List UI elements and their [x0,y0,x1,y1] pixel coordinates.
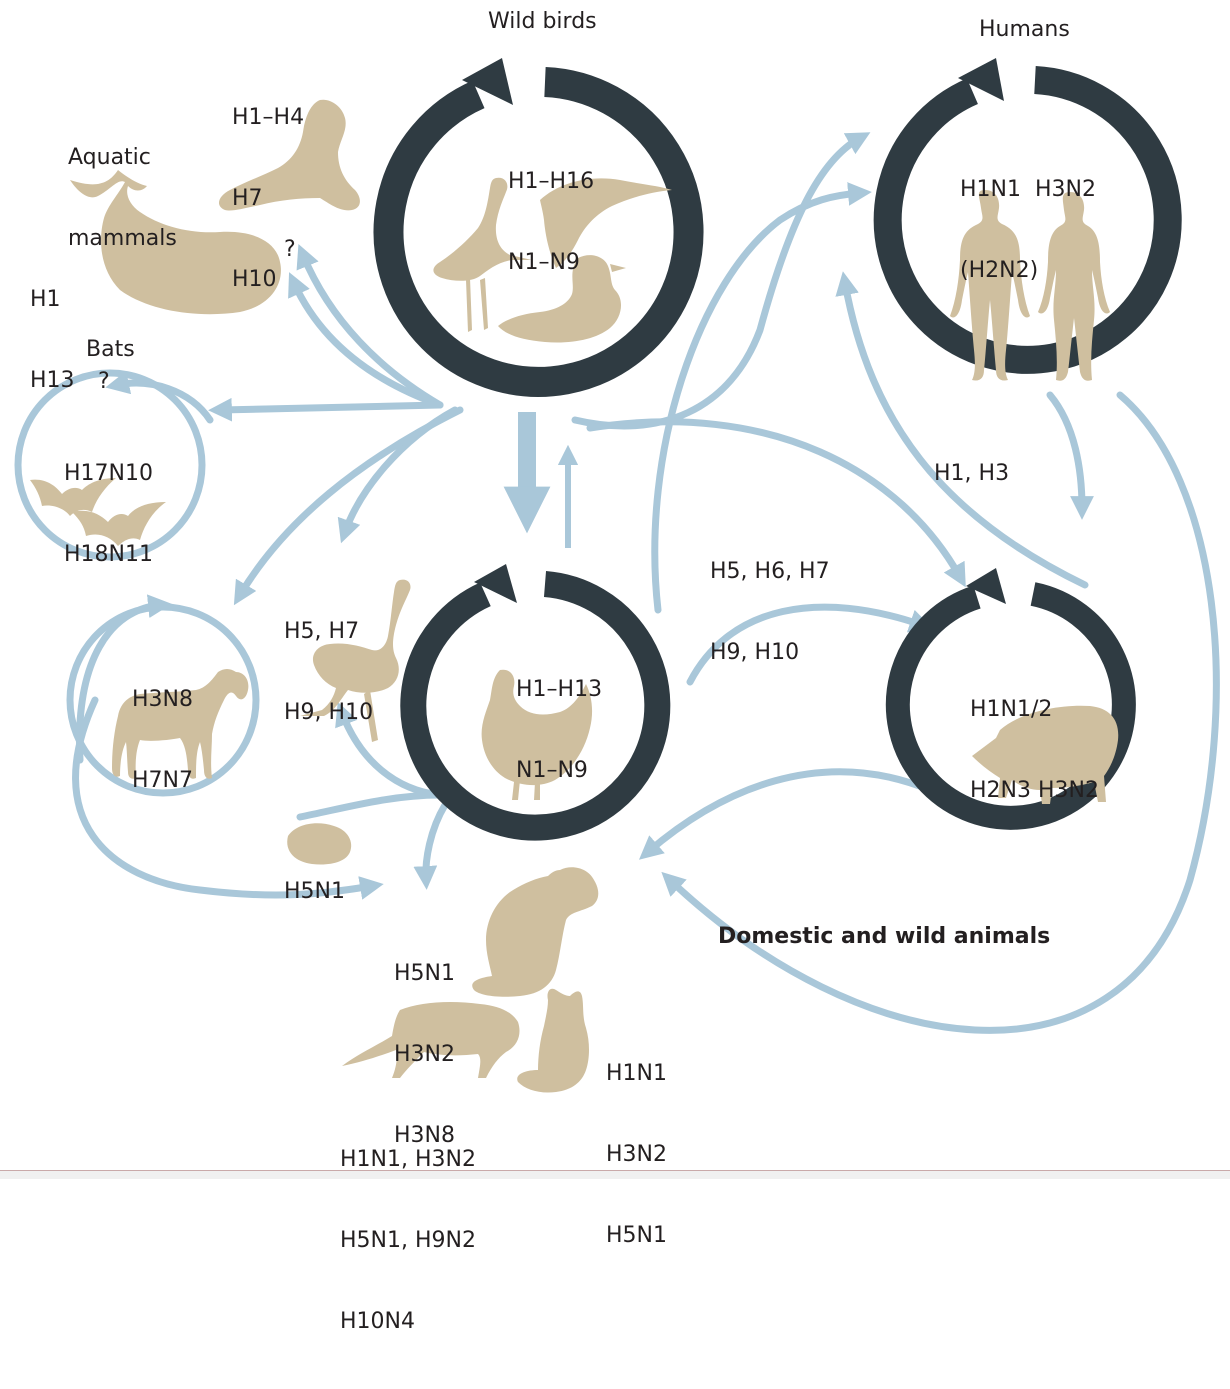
humans-title: Humans [979,16,1070,43]
title-line: mammals [68,225,177,252]
subtype-label: H17N10 [64,460,153,487]
domestic-wild-title: Domestic and wild animals [690,896,1050,977]
subtype-label: H1N1 H3N2 [960,176,1096,203]
subtype-label: H1–H13 [516,676,602,703]
subtype-label: H5N1 [606,1222,667,1249]
subtype-label: H13 [30,367,75,394]
subtype-label: H10 [232,266,304,293]
guinea-pig-subtypes: H5N1 [284,878,345,905]
subtype-label: N1–N9 [516,757,602,784]
wild-birds-subtypes: H1–H16 N1–N9 [508,114,594,330]
ferret-subtypes: H1N1, H3N2 H5N1, H9N2 H10N4 [340,1092,476,1389]
subtype-label: N1–N9 [508,249,594,276]
influenza-host-diagram: Wild birds H1–H16 N1–N9 Humans H1N1 H3N2… [0,0,1230,1178]
subtype-label: H1N1 [606,1060,667,1087]
subtype-label: H1N1, H3N2 [340,1146,476,1173]
birds-to-pigs-label: H5, H6, H7 H9, H10 [710,504,830,720]
subtype-label: H3N8 [132,686,193,713]
aquatic-question-mark: ? [284,236,296,263]
subtype-label: H5N1 [394,960,455,987]
arrow-birds-to-bats [220,405,440,410]
bats-title: Bats [86,336,135,363]
subtype-label: H9, H10 [710,639,830,666]
guinea-pig-silhouette [287,823,351,864]
humans-to-pigs-label: H1, H3 [934,460,1009,487]
subtype-label: H10N4 [340,1308,476,1335]
dog-silhouette [472,867,598,997]
subtype-label: H1–H16 [508,168,594,195]
subtype-label: H5, H6, H7 [710,558,830,585]
subtype-label: H1–H4 [232,104,304,131]
seal-subtypes: H1–H4 H7 H10 [232,50,304,347]
subtype-label: H3N2 [394,1041,455,1068]
wild-birds-title: Wild birds [488,8,597,35]
arrow-poultry-to-dog [426,805,445,878]
subtype-label: H7 [232,185,304,212]
subtype-label: H3N2 [606,1141,667,1168]
ostrich-subtypes: H5, H7 H9, H10 [284,564,373,780]
cat-silhouette [517,989,589,1093]
subtype-label: H9, H10 [284,699,373,726]
subtype-label: H1 [30,286,75,313]
horses-subtypes: H3N8 H7N7 [132,632,193,848]
subtype-label: H1N1/2 [970,696,1099,723]
subtype-label: H5N1, H9N2 [340,1227,476,1254]
cat-subtypes: H1N1 H3N2 H5N1 [606,1006,667,1303]
arrow-humans-to-pigs [1050,395,1082,508]
subtype-label: H5, H7 [284,618,373,645]
arrow-pigs-to-domestic [648,772,930,852]
title-line: Aquatic [68,144,177,171]
pigs-subtypes: H1N1/2 H2N3 H3N2 [970,642,1099,858]
domestic-wild-title-text: Domestic and wild animals [718,924,1050,949]
humans-subtypes: H1N1 H3N2 (H2N2) [960,122,1096,338]
bats-subtypes: H17N10 H18N11 [64,406,153,622]
subtype-label: H7N7 [132,767,193,794]
arrow-poultry-to-guinea-pig [300,795,440,817]
subtype-label: H18N11 [64,541,153,568]
subtype-label: H2N3 H3N2 [970,777,1099,804]
aquatic-mammals-title: Aquatic mammals [68,90,177,306]
bats-question-mark: ? [98,368,110,395]
subtype-label: (H2N2) [960,257,1096,284]
poultry-subtypes: H1–H13 N1–N9 [516,622,602,838]
